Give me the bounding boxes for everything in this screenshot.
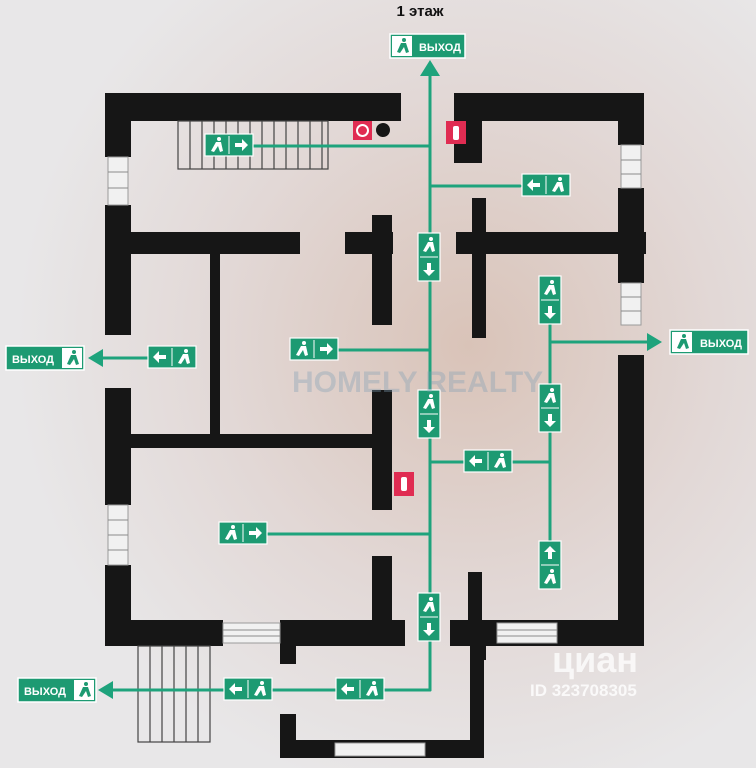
stairs-lower (137, 645, 211, 743)
arrow-left-bottom (98, 681, 113, 699)
route-arrowheads (88, 60, 662, 699)
wall-centre-low (372, 556, 392, 636)
running-man-icon (211, 137, 223, 152)
running-man-icon (296, 341, 308, 356)
running-man-icon (67, 350, 79, 365)
direction-sign (218, 521, 268, 545)
arrow-down-icon (423, 420, 435, 433)
floor-title: 1 этаж (397, 3, 444, 20)
wall-centre-mid (372, 390, 392, 510)
opening-lines (108, 159, 641, 637)
running-man-icon (423, 237, 435, 252)
wall-top-left (105, 93, 401, 121)
running-man-icon (397, 38, 409, 53)
arrow-left-icon (469, 455, 482, 467)
fire-extinguisher-icon (394, 472, 414, 496)
wall-room-divider-v (210, 254, 220, 434)
arrow-left-icon (527, 179, 540, 191)
exit-sign-top-label: ВЫХОД (419, 42, 461, 54)
arrow-down-icon (544, 306, 556, 319)
wall-right-shelf (456, 232, 646, 254)
wall-right-lower (618, 355, 644, 645)
wall-bottom-right-stub (470, 620, 486, 660)
direction-sign (521, 173, 571, 197)
direction-sign (538, 383, 562, 433)
running-man-icon (254, 681, 266, 696)
wall-mid-horizontal (130, 434, 385, 448)
arrow-right-east (647, 333, 662, 351)
direction-sign (223, 677, 273, 701)
running-man-icon (544, 569, 556, 584)
brand-watermark: HOMELY REALTY (292, 366, 543, 399)
direction-sign (538, 540, 562, 590)
running-man-icon (544, 388, 556, 403)
arrow-left-icon (229, 683, 242, 695)
arrow-down-icon (423, 263, 435, 276)
wall-centre-upper (372, 215, 392, 325)
exit-sign-left-label: ВЫХОД (12, 354, 54, 366)
running-man-icon (79, 682, 91, 697)
exit-sign-right: ВЫХОД (669, 329, 749, 355)
exit-sign-bottom-label: ВЫХОД (24, 686, 66, 698)
fire-alarm-icon (353, 121, 390, 140)
arrow-left-icon (153, 351, 166, 363)
wall-bottom-left (105, 620, 223, 646)
running-man-icon (677, 334, 689, 349)
direction-sign (289, 337, 339, 361)
direction-sign (463, 449, 513, 473)
direction-sign (417, 232, 441, 282)
direction-signs (147, 133, 571, 701)
direction-sign (417, 389, 441, 439)
running-man-icon (366, 681, 378, 696)
wall-right-upper (618, 93, 644, 145)
running-man-icon (544, 280, 556, 295)
wall-left-upper (105, 93, 131, 157)
wall-centre-arm (345, 232, 393, 254)
wall-right-stub-b (472, 198, 486, 338)
arrow-down-icon (423, 623, 435, 636)
fire-extinguisher-icon (446, 121, 466, 144)
listing-id-watermark: ID 323708305 (530, 681, 637, 700)
exit-sign-right-label: ВЫХОД (700, 338, 742, 350)
wall-stair-shelf (130, 232, 300, 254)
arrow-right-icon (249, 527, 262, 539)
arrow-up-icon (544, 546, 556, 559)
direction-sign (147, 345, 197, 369)
wall-right-seg (618, 188, 644, 283)
wall-top-right (454, 93, 644, 121)
direction-sign (204, 133, 254, 157)
direction-sign (538, 275, 562, 325)
arrow-right-icon (235, 139, 248, 151)
running-man-icon (423, 394, 435, 409)
wall-left-lower (105, 388, 131, 505)
arrow-left-west (88, 349, 103, 367)
arrow-up-top (420, 60, 440, 76)
cian-watermark: циан (552, 639, 638, 680)
walls (105, 93, 646, 758)
running-man-icon (423, 597, 435, 612)
arrow-left-icon (341, 683, 354, 695)
wall-vestibule-right (470, 660, 484, 758)
wall-left-mid (105, 205, 131, 335)
running-man-icon (178, 349, 190, 364)
arrow-down-icon (544, 414, 556, 427)
wall-bottom-stub (280, 620, 296, 664)
running-man-icon (552, 177, 564, 192)
direction-sign (335, 677, 385, 701)
running-man-icon (225, 525, 237, 540)
wall-right-divider (468, 572, 482, 624)
direction-sign (417, 592, 441, 642)
arrow-right-icon (320, 343, 333, 355)
running-man-icon (494, 453, 506, 468)
